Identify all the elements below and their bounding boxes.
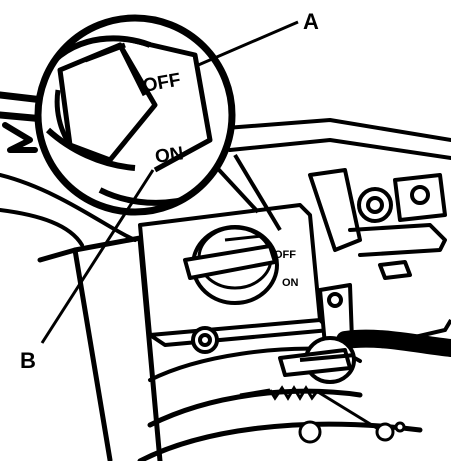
fuel-hose (336, 318, 451, 357)
small-on-marking: ON (282, 277, 299, 289)
inset-on-marking: ON (154, 143, 185, 168)
callout-a: A (195, 9, 319, 68)
choke-lever (278, 336, 356, 384)
small-off-marking: OFF (274, 249, 296, 261)
spring-linkage (239, 385, 406, 444)
fuel-valve-small: OFF ON (183, 225, 299, 305)
magnified-inset: OFF ON (34, 14, 236, 216)
callout-a-label: A (303, 9, 319, 34)
callout-b: B (20, 169, 155, 373)
callout-b-label: B (20, 348, 36, 373)
